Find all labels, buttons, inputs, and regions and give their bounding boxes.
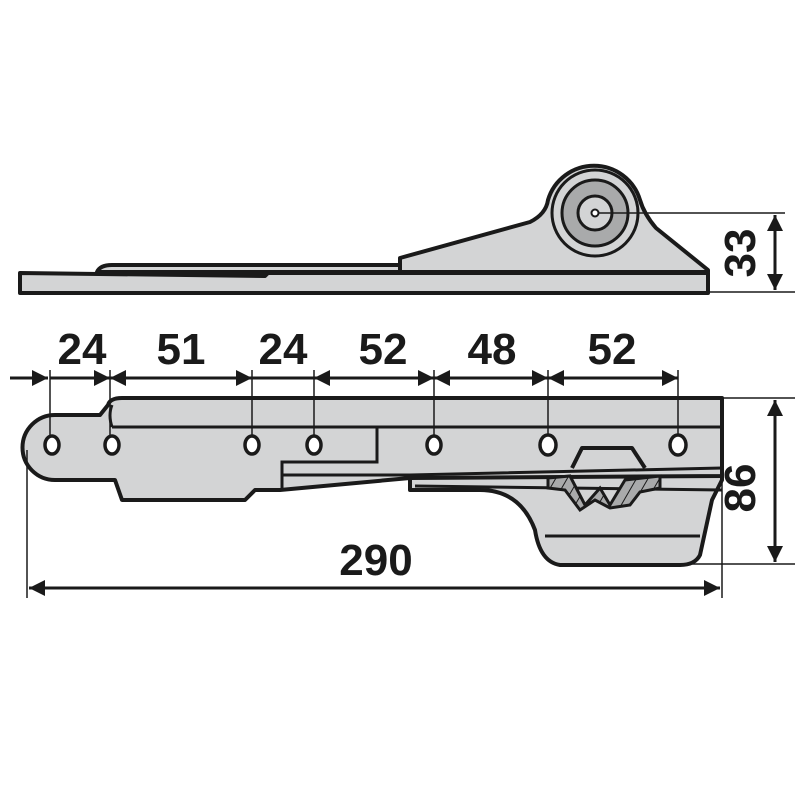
boss-center-dot [590,208,600,218]
mounting-hole [425,434,443,456]
dimension-spacing-4: 52 [359,325,408,374]
mounting-hole [103,434,121,456]
mounting-hole [538,433,558,457]
side-bracket-body [398,163,710,274]
dimension-86: 86 [716,464,765,513]
dimension-spacing-2: 51 [157,325,206,374]
plate-step-line [282,466,723,477]
dimension-33: 33 [716,229,765,278]
side-view: 33 [18,163,795,295]
mounting-hole [305,434,323,456]
side-base-plate [18,271,710,295]
cutout-outline [570,446,647,470]
dimension-spacing-6: 52 [588,325,637,374]
side-upper-plate [95,263,402,274]
mounting-hole [243,434,261,456]
mounting-hole [668,433,688,457]
dimension-spacing-5: 48 [468,325,517,374]
dimension-spacing-3: 24 [259,325,308,374]
hole-extension-lines [49,370,679,436]
dimension-290: 290 [339,536,412,585]
mounting-hole [43,434,61,456]
plan-view: 24 51 24 52 48 52 290 86 [10,325,795,598]
plan-main-body [20,396,724,502]
dimension-spacing-1: 24 [58,325,107,374]
hatched-section [546,474,662,513]
